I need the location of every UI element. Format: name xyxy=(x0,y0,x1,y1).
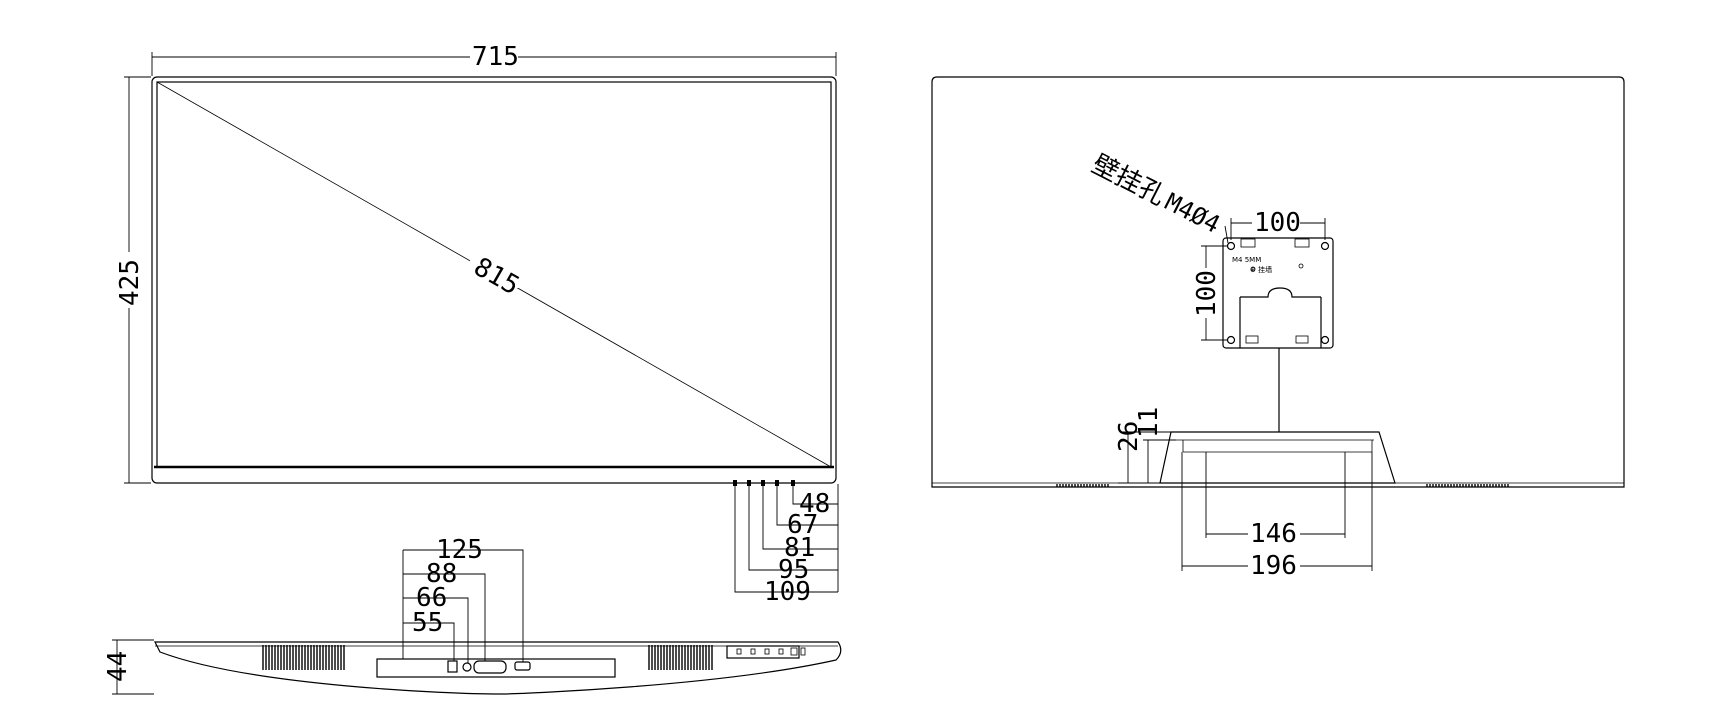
port-dim-55: 55 xyxy=(412,608,443,638)
monitor-outer-frame xyxy=(151,76,837,484)
port-vga xyxy=(473,660,507,674)
button-dim-109: 109 xyxy=(764,577,811,607)
stand-dim-196: 196 xyxy=(1250,551,1297,581)
right-vent xyxy=(648,645,713,670)
port-dim-88: 88 xyxy=(426,559,457,589)
vent-group xyxy=(262,484,1509,670)
button-dim-95: 95 xyxy=(778,555,809,585)
vesa-width-dimension: 100 xyxy=(1230,208,1326,240)
port-audio xyxy=(462,662,472,672)
vesa-height-dim-label: 100 xyxy=(1192,270,1222,317)
vesa-width-dim-label: 100 xyxy=(1254,208,1301,238)
wall-mount-label: 壁挂孔 M4Ø4 xyxy=(1087,150,1225,239)
depth-dim-label: 44 xyxy=(103,651,133,682)
bottom-profile xyxy=(154,641,842,695)
stand-dim-26: 26 xyxy=(1114,421,1144,452)
button-dim-48: 48 xyxy=(799,489,830,519)
plate-text-1: M4 5MM xyxy=(1232,256,1261,264)
rear-left-vent xyxy=(1056,484,1109,487)
width-dimension: 715 xyxy=(151,42,837,76)
rear-body xyxy=(931,76,1625,488)
rear-stand xyxy=(1159,431,1396,484)
wall-mount-label-cjk: 壁挂孔 xyxy=(1087,150,1170,212)
port-dim-66: 66 xyxy=(416,583,447,613)
button-dimensions: 48 67 81 95 109 xyxy=(734,484,839,607)
width-dim-label: 715 xyxy=(472,42,519,72)
button-dim-81: 81 xyxy=(784,533,815,563)
stand-dim-11: 11 xyxy=(1134,407,1164,438)
plate-text-2: ⊕ 挂墙 xyxy=(1250,265,1272,274)
stand-base-block xyxy=(376,658,616,678)
port-dim-125: 125 xyxy=(436,535,483,565)
stand-width-dimensions: 146 196 xyxy=(1181,452,1373,581)
front-view: 815 715 425 xyxy=(115,42,839,607)
port-hdmi xyxy=(514,661,531,671)
button-dim-67: 67 xyxy=(787,510,818,540)
diagonal-label-mask xyxy=(470,252,530,288)
front-buttons xyxy=(733,480,795,486)
vesa-plate: M4 5MM ⊕ 挂墙 xyxy=(1222,237,1334,349)
height-dim-label: 425 xyxy=(115,259,145,306)
vesa-height-dimension: 100 xyxy=(1192,245,1228,341)
stand-height-dimensions: 26 11 xyxy=(1114,407,1176,484)
bottom-buttons xyxy=(726,645,806,659)
port-dimensions: 125 88 66 55 xyxy=(402,535,524,663)
height-dimension: 425 xyxy=(115,76,151,484)
depth-dimension: 44 xyxy=(103,639,154,695)
port-power xyxy=(447,660,458,673)
stand-dim-146: 146 xyxy=(1250,519,1297,549)
left-vent xyxy=(262,645,345,670)
rear-right-vent xyxy=(1426,484,1509,487)
bottom-view: 125 88 66 55 44 xyxy=(103,535,842,695)
rear-view: M4 5MM ⊕ 挂墙 壁挂孔 M4Ø4 100 100 xyxy=(931,76,1625,581)
wall-mount-spec: M4Ø4 xyxy=(1160,188,1224,239)
